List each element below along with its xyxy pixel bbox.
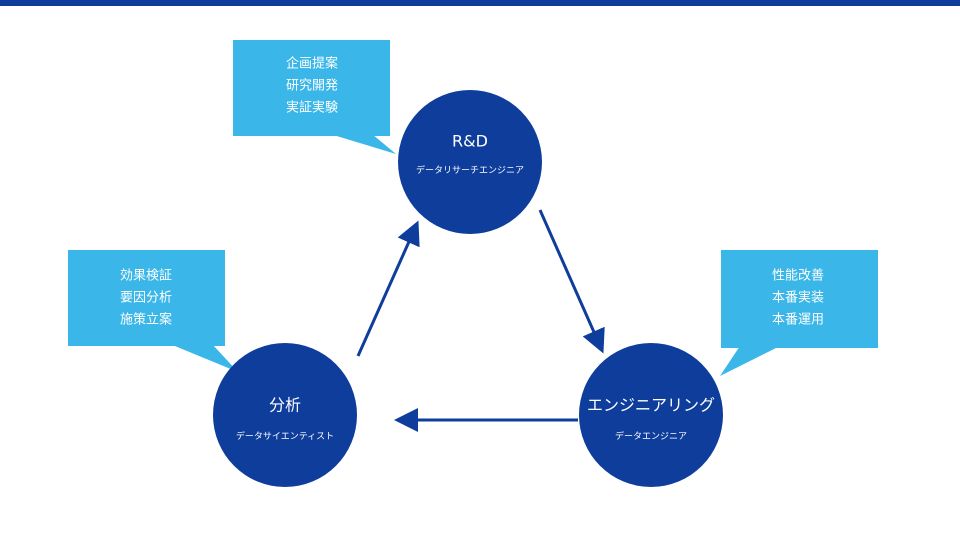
callout-engineering-line-2: 本番実装 bbox=[772, 290, 824, 306]
node-rd-title: R&D bbox=[452, 132, 488, 151]
callout-analysis-line-2: 要因分析 bbox=[120, 291, 172, 306]
callout-analysis-line-3: 施策立案 bbox=[120, 312, 172, 328]
top-accent-bar bbox=[0, 0, 960, 6]
callout-rd-line-3: 実証実験 bbox=[286, 100, 338, 116]
node-engineering-title: エンジニアリング bbox=[587, 396, 715, 415]
callout-rd-line-2: 研究開発 bbox=[286, 79, 338, 94]
arrow-rd-to-engineering bbox=[538, 209, 605, 354]
callout-rd: 企画提案 研究開発 実証実験 bbox=[233, 40, 396, 154]
callout-analysis-line-1: 効果検証 bbox=[120, 269, 172, 284]
callout-engineering-line-1: 性能改善 bbox=[772, 268, 824, 284]
node-engineering: エンジニアリング データエンジニア bbox=[579, 343, 723, 487]
callout-engineering-line-3: 本番運用 bbox=[772, 313, 824, 328]
node-rd-subtitle: データリサーチエンジニア bbox=[416, 164, 524, 176]
callout-analysis: 効果検証 要因分析 施策立案 bbox=[68, 250, 238, 372]
callout-engineering: 性能改善 本番実装 本番運用 bbox=[720, 250, 878, 376]
node-engineering-subtitle: データエンジニア bbox=[615, 430, 687, 442]
callout-rd-line-1: 企画提案 bbox=[286, 56, 338, 72]
node-analysis: 分析 データサイエンティスト bbox=[213, 343, 357, 487]
node-analysis-subtitle: データサイエンティスト bbox=[236, 430, 334, 442]
arrow-analysis-to-rd bbox=[356, 220, 420, 357]
node-rd: R&D データリサーチエンジニア bbox=[398, 90, 542, 234]
node-analysis-title: 分析 bbox=[269, 396, 301, 415]
